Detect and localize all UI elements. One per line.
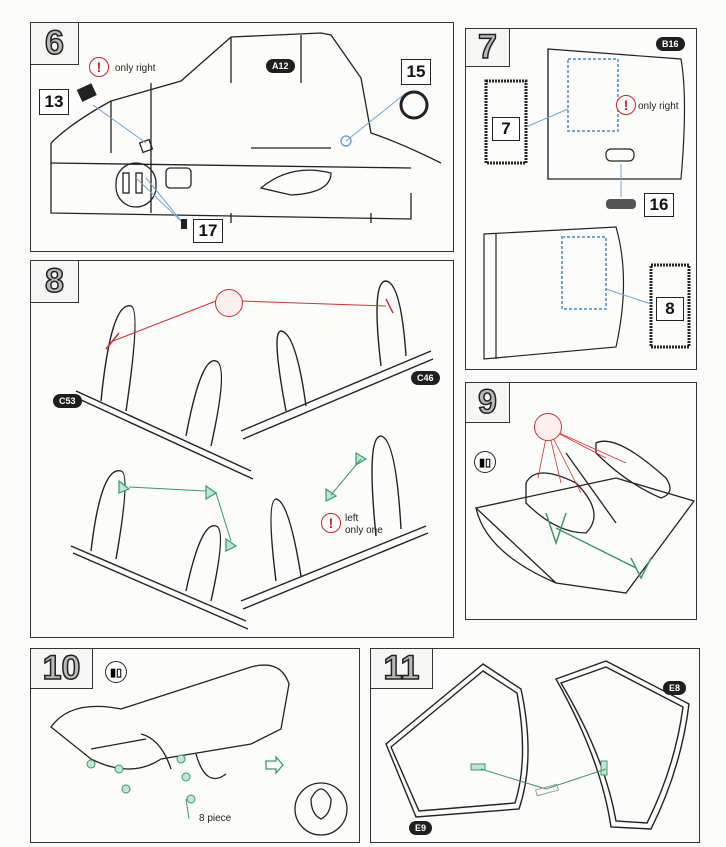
warning-icon: ! [89,57,109,77]
note-left-only-one: left only one [345,513,383,536]
step-number-9: 9 [466,382,510,423]
callout-17: 17 [193,219,223,243]
frame-part-8 [649,263,691,349]
step-10-panel: 10 ▮▯ 8 piece [30,648,360,843]
callout-16: 16 [644,193,674,217]
canopy-glazing-drawing [385,660,690,830]
cement-symbol-icon: ▮▯ [105,661,127,683]
step-8-panel: 8 [30,260,454,638]
cement-symbol-icon: ▮▯ [474,451,496,473]
step-number-6: 6 [31,23,79,65]
detail-part-13 [76,83,97,102]
detail-part-17 [181,219,187,229]
part-16 [606,199,636,209]
warning-icon: ! [616,95,636,115]
glue-icon [215,289,243,317]
step-number-11: 11 [371,648,433,689]
part-badge-b16: B16 [656,37,685,51]
warning-icon: ! [321,513,341,533]
note-only-right: only right [638,101,679,112]
porthole-detail-15 [399,90,429,120]
callout-13: 13 [39,89,69,115]
engine-nacelle-drawing [50,664,348,836]
step-number-7: 7 [466,27,510,67]
note-8-piece: 8 piece [199,813,232,824]
porthole-part [340,135,352,147]
step-number-8: 8 [31,261,79,303]
part-badge-c53: C53 [53,394,82,408]
fuselage-side-drawing [50,32,442,229]
wing-nacelle-drawing [474,427,696,594]
step-11-panel: 11 E8 E9 [370,648,700,843]
note-only-right: only right [115,63,156,74]
landing-skids-drawing [70,280,434,630]
step-number-10: 10 [31,648,93,689]
part-badge-a12: A12 [266,59,295,73]
part-badge-e9: E9 [409,821,433,835]
step-9-panel: 9 ▮▯ [465,382,697,620]
part-badge-c46: C46 [411,371,440,385]
frame-part-7 [484,79,528,165]
glue-icon [534,413,562,441]
callout-8: 8 [656,297,684,321]
window-frame-drawing [483,48,691,360]
callout-7: 7 [492,117,520,141]
step-6-panel: 6 13 15 17 A12 ! only right [30,22,454,252]
step-7-panel: 7 7 16 8 B16 ! only right [465,27,697,370]
part-badge-e8: E8 [663,681,687,695]
callout-15: 15 [401,59,431,85]
